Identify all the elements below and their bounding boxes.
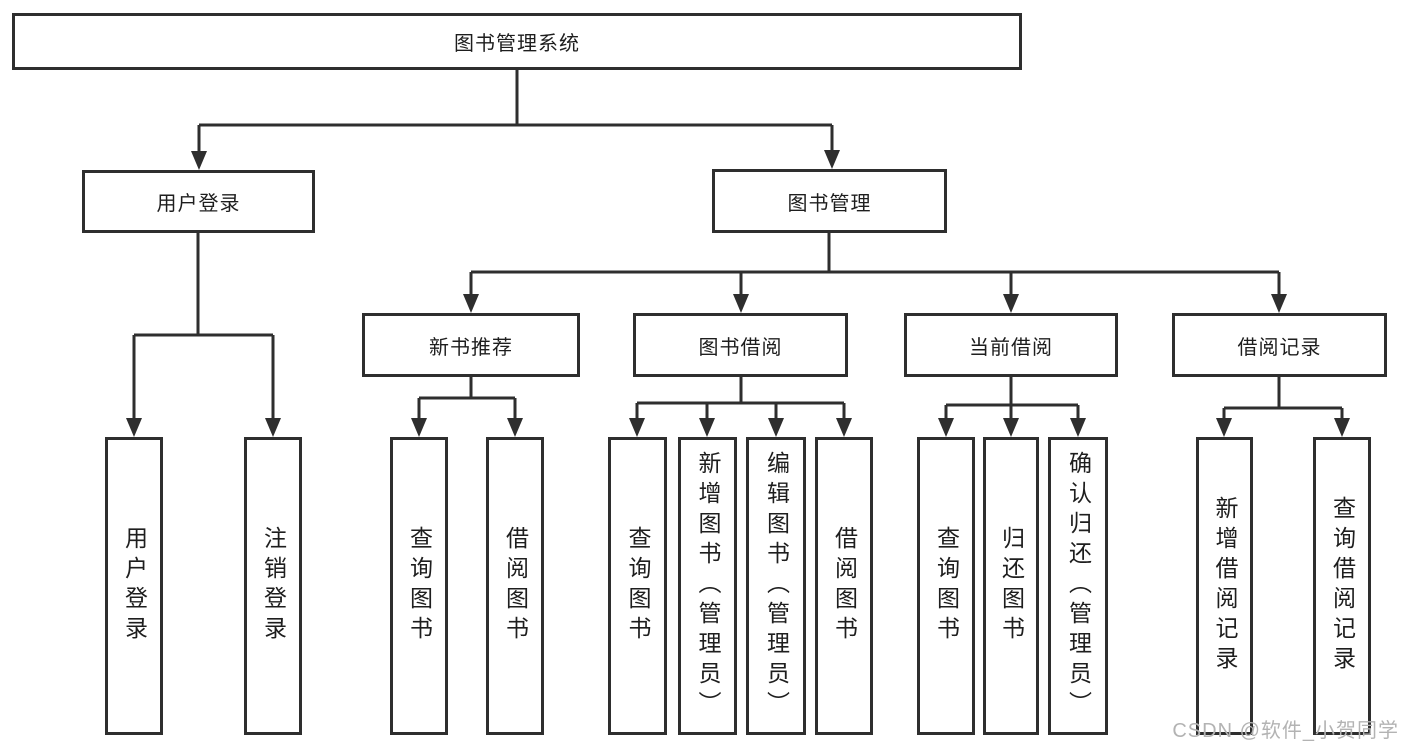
leaf-return-books: 归还图书 (983, 437, 1039, 735)
leaf-label: 查询图书 (933, 526, 960, 646)
leaf-label: 确认归还（管理员） (1065, 451, 1092, 721)
leaf-label: 编辑图书（管理员） (763, 451, 790, 721)
node-label: 图书管理 (787, 192, 872, 215)
leaf-edit-books-admin: 编辑图书（管理员） (746, 437, 806, 735)
node-label: 借阅记录 (1237, 336, 1322, 359)
leaf-user-login: 用户登录 (105, 437, 163, 735)
leaf-add-borrow-record: 新增借阅记录 (1196, 437, 1253, 735)
node-label: 图书管理系统 (454, 33, 580, 55)
leaf-label: 查询图书 (406, 526, 433, 646)
leaf-label: 借阅图书 (502, 526, 529, 646)
leaf-query-books-borrowing: 查询图书 (608, 437, 667, 735)
leaf-label: 注销登录 (260, 526, 287, 646)
node-library-management-system: 图书管理系统 (12, 13, 1022, 70)
leaf-query-borrow-record: 查询借阅记录 (1313, 437, 1371, 735)
leaf-label: 用户登录 (121, 526, 148, 646)
node-new-book-recommend: 新书推荐 (362, 313, 580, 377)
node-book-management-branch: 图书管理 (712, 169, 947, 233)
node-label: 当前借阅 (969, 336, 1053, 359)
leaf-add-books-admin: 新增图书（管理员） (678, 437, 737, 735)
leaf-label: 借阅图书 (831, 526, 858, 646)
leaf-confirm-return-admin: 确认归还（管理员） (1048, 437, 1108, 735)
leaf-label: 查询图书 (625, 526, 651, 646)
node-label: 用户登录 (156, 193, 241, 215)
leaf-label: 查询借阅记录 (1329, 496, 1356, 676)
leaf-label: 归还图书 (998, 526, 1025, 646)
leaf-label: 新增借阅记录 (1212, 496, 1238, 676)
watermark: CSDN @软件_小贺同学 (1172, 720, 1399, 742)
leaf-query-books-recommend: 查询图书 (390, 437, 448, 735)
node-user-login-branch: 用户登录 (82, 170, 315, 233)
node-current-borrowing: 当前借阅 (904, 313, 1118, 377)
node-borrowing-records: 借阅记录 (1172, 313, 1387, 377)
node-label: 图书借阅 (698, 336, 783, 359)
leaf-borrow-books-borrowing: 借阅图书 (815, 437, 873, 735)
node-label: 新书推荐 (429, 336, 513, 359)
leaf-label: 新增图书（管理员） (695, 451, 721, 721)
leaf-borrow-books-recommend: 借阅图书 (486, 437, 544, 735)
node-book-borrowing: 图书借阅 (633, 313, 848, 377)
leaf-query-books-current: 查询图书 (917, 437, 975, 735)
leaf-logout: 注销登录 (244, 437, 302, 735)
